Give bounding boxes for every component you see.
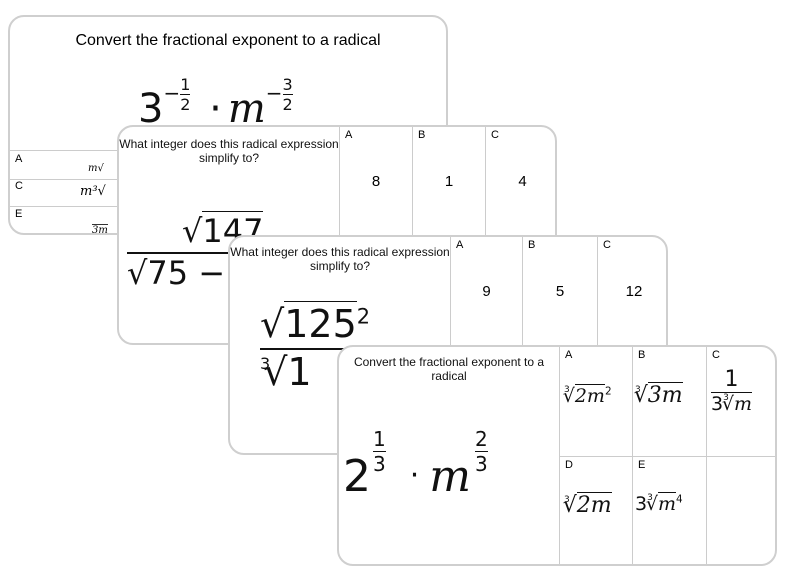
question-text: What integer does this radical expressio… — [119, 137, 339, 165]
option-label: A — [15, 153, 23, 165]
option-value: 3m — [92, 224, 108, 235]
option-label: A — [565, 349, 573, 361]
flashcard-4[interactable]: Convert the fractional exponent to a rad… — [337, 345, 777, 566]
option-d[interactable]: D 3√2m — [559, 457, 632, 564]
option-value: m³√ — [80, 184, 106, 199]
option-value: 33√m4 — [635, 492, 683, 515]
option-label: C — [603, 239, 611, 251]
option-e[interactable]: E 33√m4 — [632, 457, 706, 564]
option-label: B — [528, 239, 536, 251]
option-label: B — [638, 349, 646, 361]
option-label: C — [15, 180, 23, 192]
option-empty — [706, 457, 775, 564]
option-label: C — [491, 129, 499, 141]
option-a[interactable]: A 3√2m2 — [559, 347, 632, 457]
question-text: Convert the fractional exponent to a rad… — [75, 32, 381, 49]
option-value: 1 — [444, 173, 454, 190]
option-label: C — [712, 349, 720, 361]
option-value: m√ — [88, 163, 104, 174]
option-value: 3√2m — [562, 492, 612, 518]
option-label: A — [345, 129, 353, 141]
option-b[interactable]: B 3√3m — [632, 347, 706, 457]
option-value: 9 — [482, 283, 491, 300]
option-label: E — [15, 208, 23, 220]
option-value: 3√2m2 — [562, 384, 612, 407]
option-value: 12 — [625, 283, 643, 300]
option-label: B — [418, 129, 426, 141]
option-label: E — [638, 459, 646, 471]
question-text: Convert the fractional exponent to a rad… — [353, 355, 545, 383]
question-text: What integer does this radical expressio… — [230, 245, 450, 273]
option-label: D — [565, 459, 573, 471]
option-label: A — [456, 239, 464, 251]
option-value: 3√3m — [633, 382, 683, 408]
option-row-e[interactable]: E 3m — [10, 206, 446, 235]
option-value: 4 — [518, 173, 527, 190]
option-value: 5 — [555, 283, 565, 300]
option-value: 8 — [371, 173, 381, 190]
